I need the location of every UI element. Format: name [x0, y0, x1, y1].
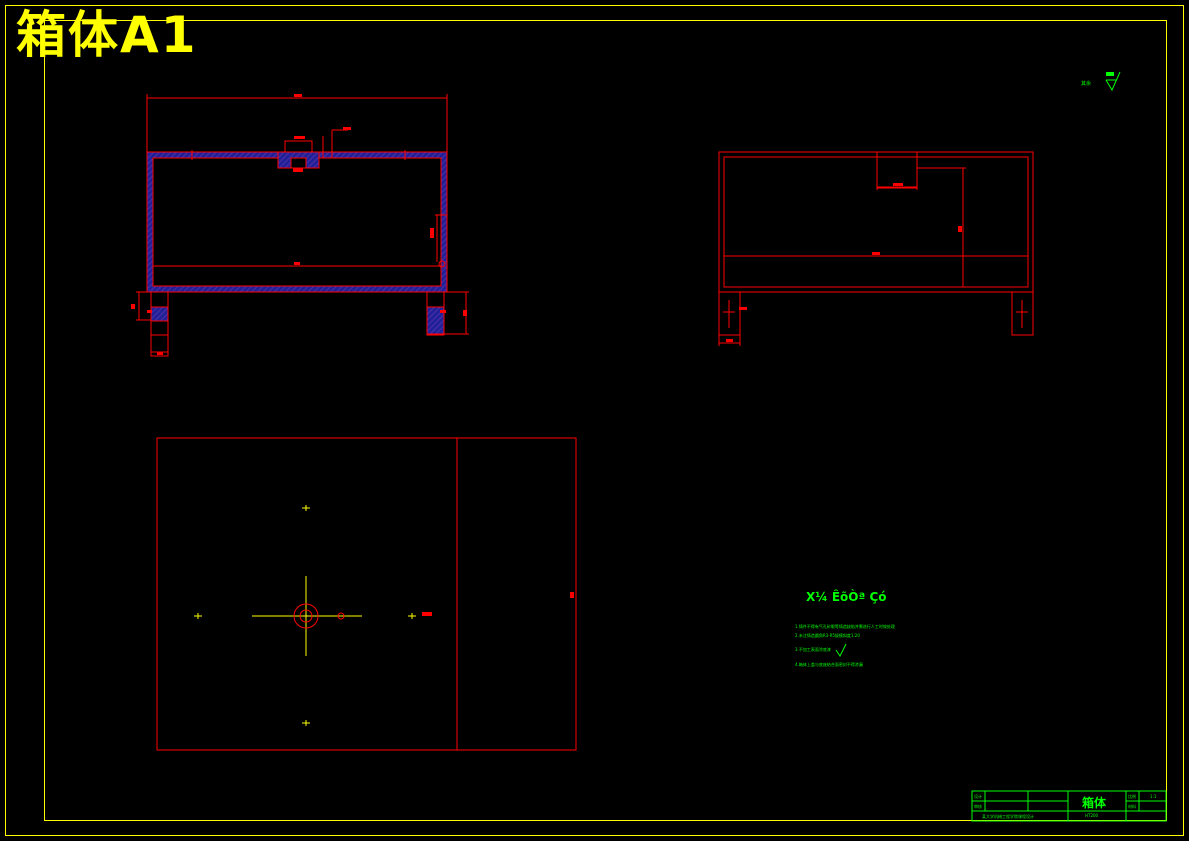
drawing-title: 箱体A1 [16, 6, 198, 64]
title-block-material-value: HT200 [1085, 813, 1099, 818]
tech-note-4: 4.箱体上盖与底座结合面密封不得渗漏 [795, 662, 863, 667]
inner-border [44, 20, 1167, 821]
front-section-view [131, 94, 469, 357]
roughness-note: 其余 [1081, 81, 1092, 87]
top-view [156, 437, 577, 751]
roughness-symbol [1105, 71, 1121, 92]
side-view [718, 151, 1034, 346]
title-block-part-name: 箱体 [1082, 796, 1107, 810]
title-block-label-check: 审核 [974, 804, 982, 809]
title-block-label-designer: 设计 [974, 794, 982, 799]
title-block-school: 某大学机械工程学院课程设计 [982, 814, 1034, 819]
tech-note-2: 2.未注铸造圆角R3-R5拔模斜度1:20 [795, 633, 860, 638]
title-block-label-scale: 比例 [1128, 794, 1136, 799]
notes-roughness-symbol [835, 643, 847, 657]
outer-border [5, 5, 1184, 836]
tech-notes-title: X¼ ÊõÒª Çó [806, 590, 887, 604]
tech-note-1: 1.铸件不得有气孔砂眼等铸造缺陷并需进行人工时效处理 [795, 624, 895, 629]
title-block-scale-value: 1:1 [1150, 794, 1157, 799]
tech-note-3: 3.不加工表面涂底漆 [795, 647, 831, 652]
title-block-label-material: 材料 [1128, 804, 1136, 809]
title-block-frame [971, 790, 1167, 822]
